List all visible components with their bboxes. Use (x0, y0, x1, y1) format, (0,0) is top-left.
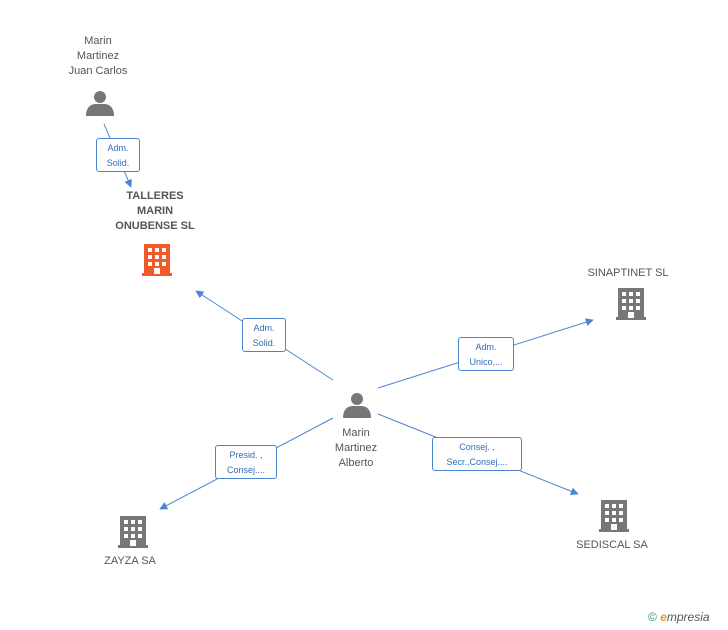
footer-brand: © empresia (648, 610, 710, 624)
edge-label-alberto-zayza[interactable]: Presid. , Consej.... (215, 445, 277, 479)
copyright-symbol: © (648, 610, 657, 624)
node-label-talleres[interactable]: TALLERES MARIN ONUBENSE SL (115, 190, 195, 232)
node-label-alberto[interactable]: Marin Martinez Alberto (334, 427, 378, 469)
node-label-juan-carlos[interactable]: Marin Martinez Juan Carlos (68, 35, 128, 77)
building-icon[interactable] (599, 500, 629, 532)
node-label-zayza[interactable]: ZAYZA SA (104, 555, 156, 567)
node-label-sediscal[interactable]: SEDISCAL SA (576, 539, 648, 551)
building-icon[interactable] (142, 244, 172, 276)
node-label-sinaptinet[interactable]: SINAPTINET SL (587, 267, 669, 279)
edge-label-jc-talleres[interactable]: Adm. Solid. (96, 138, 140, 172)
building-icon[interactable] (118, 516, 148, 548)
building-icon[interactable] (616, 288, 646, 320)
edge-label-alberto-sinaptinet[interactable]: Adm. Unico,... (458, 337, 514, 371)
edge-label-alberto-sediscal[interactable]: Consej. , Secr.,Consej.... (432, 437, 522, 471)
person-icon[interactable] (343, 393, 371, 418)
edge-label-alberto-talleres[interactable]: Adm. Solid. (242, 318, 286, 352)
person-icon[interactable] (86, 91, 114, 116)
brand-logo: empresia (660, 610, 710, 624)
